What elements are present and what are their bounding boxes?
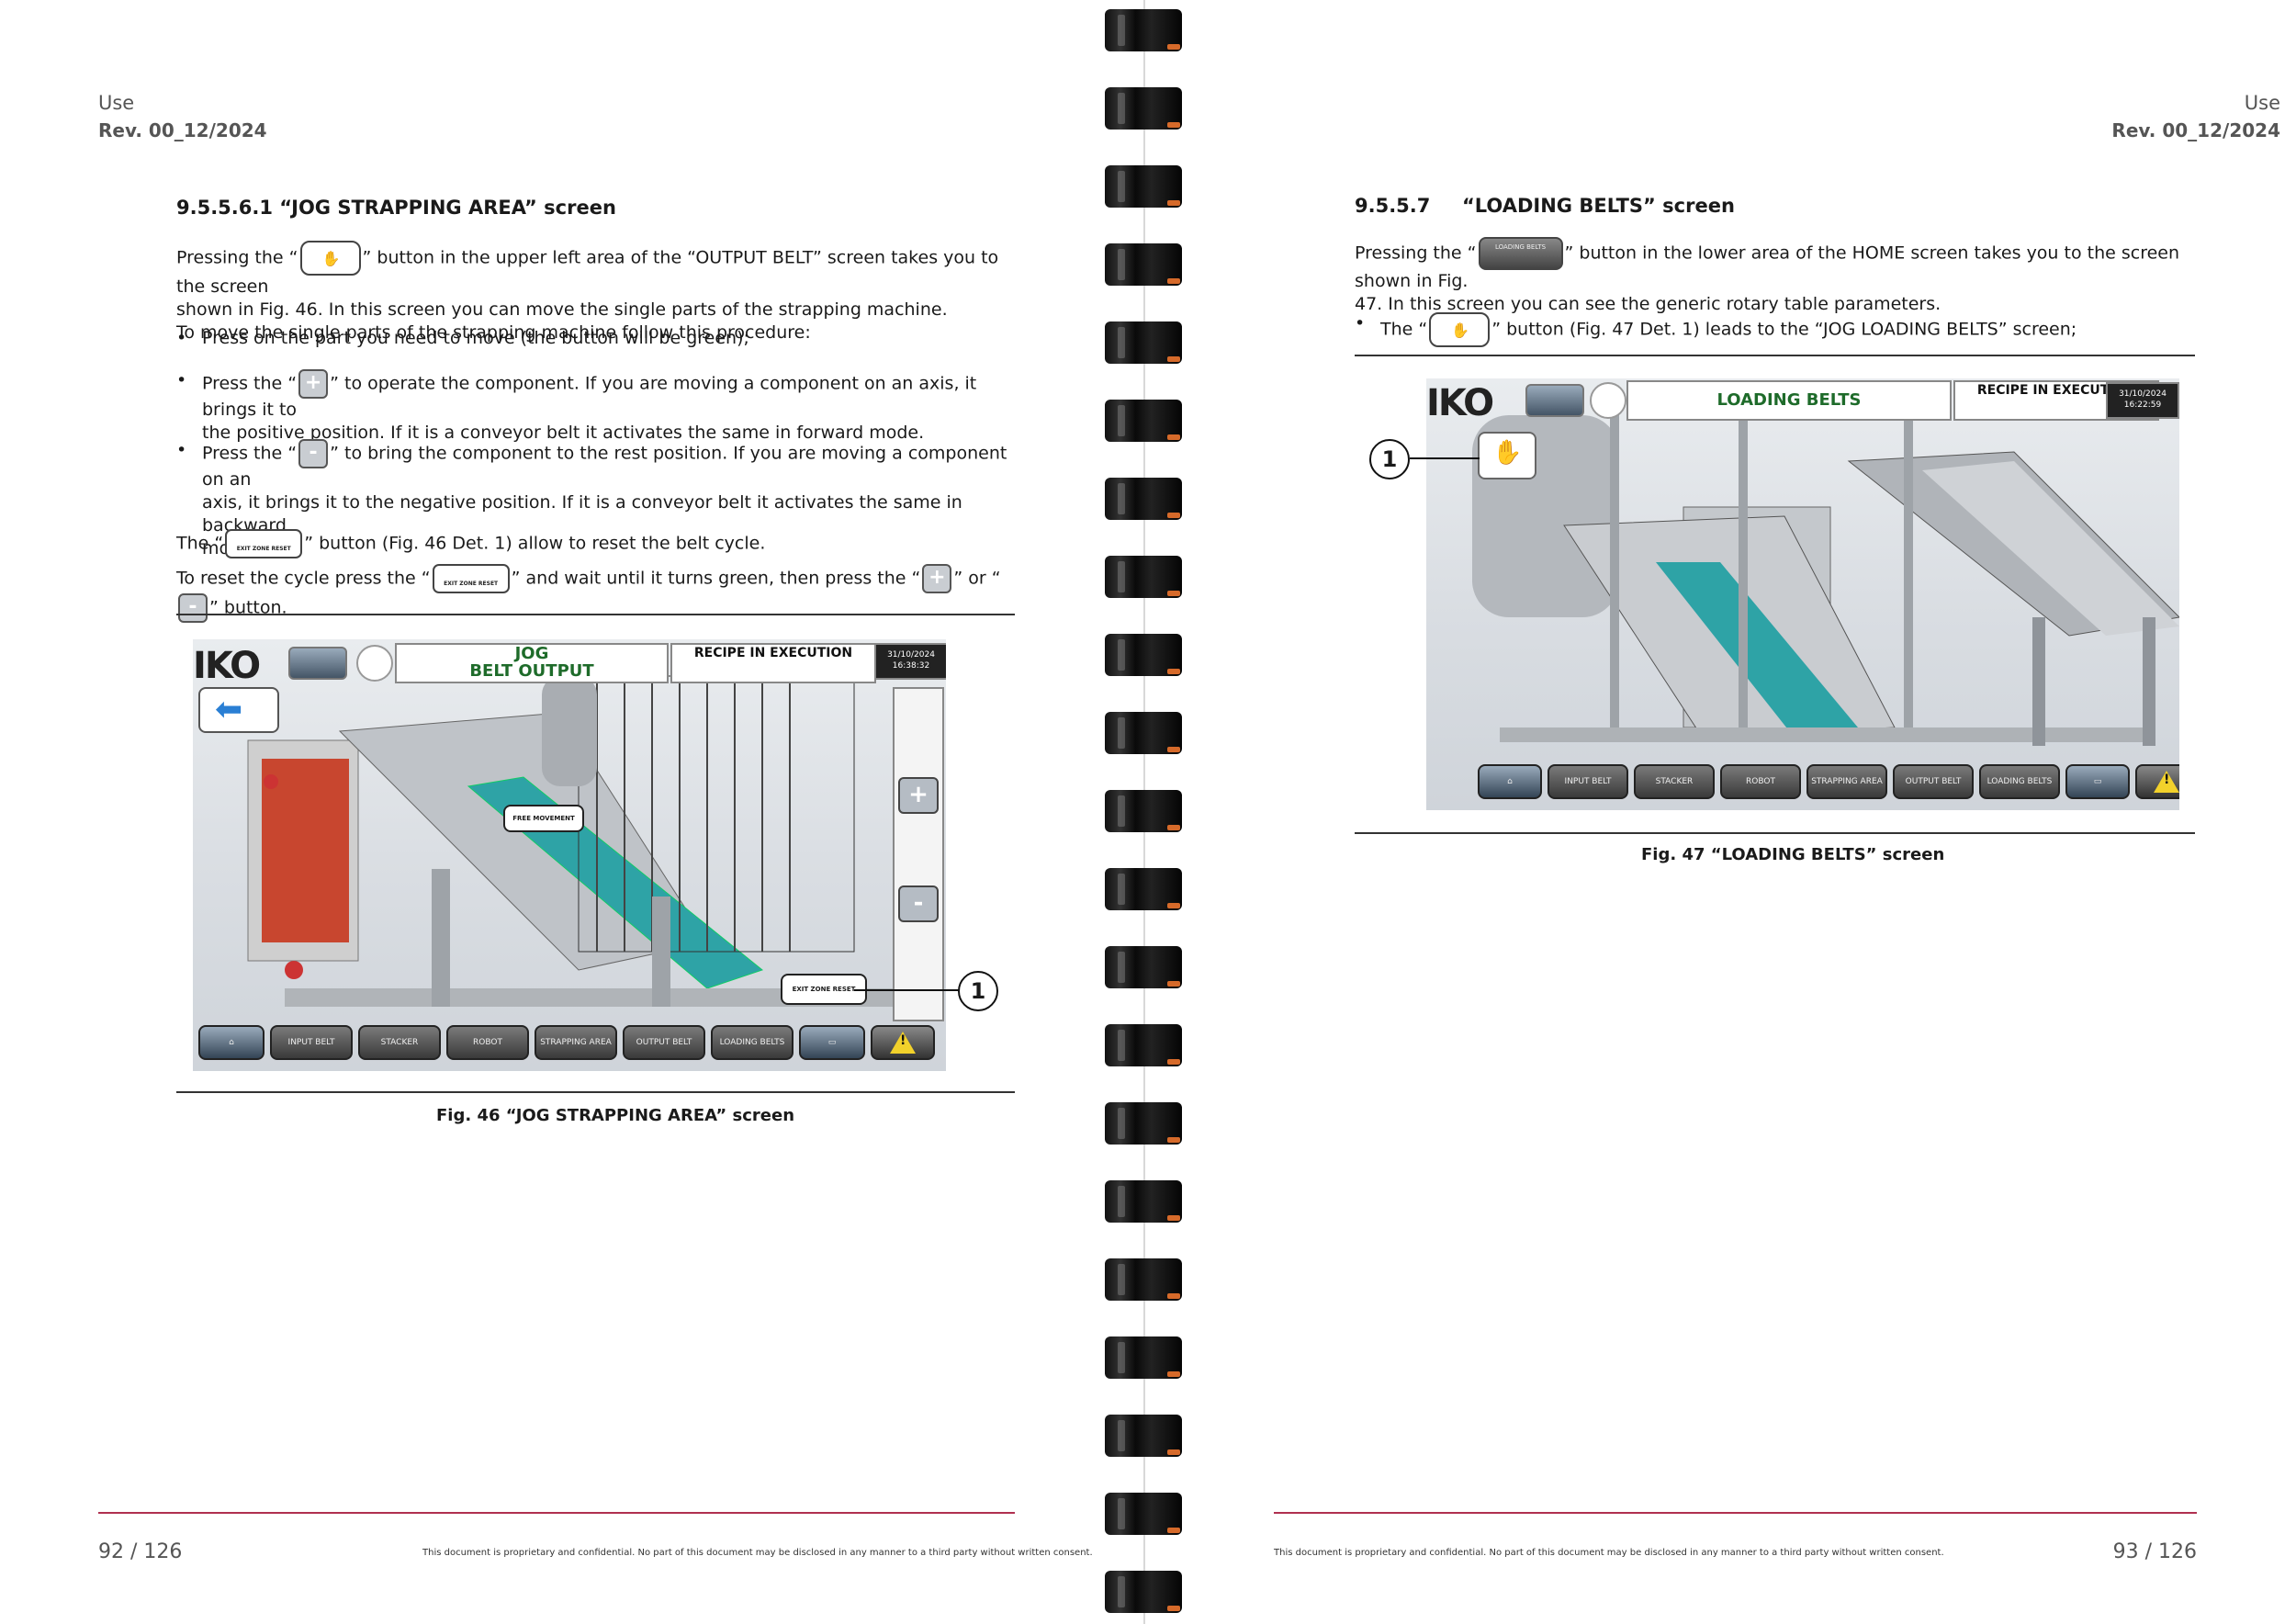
nav-robot[interactable]: ROBOT bbox=[446, 1025, 529, 1060]
hand-icon: ✋ bbox=[1451, 321, 1470, 339]
nav-alarm-button[interactable] bbox=[2135, 764, 2179, 799]
back-button[interactable]: ⬅ bbox=[198, 687, 279, 733]
nav-strapping-area[interactable]: STRAPPING AREA bbox=[1806, 764, 1887, 799]
machine-illustration bbox=[193, 639, 946, 1071]
nav-robot[interactable]: ROBOT bbox=[1720, 764, 1801, 799]
confidential-notice: This document is proprietary and confide… bbox=[422, 1548, 1093, 1558]
nav-loading-belts[interactable]: LOADING BELTS bbox=[711, 1025, 793, 1060]
section-number: 9.5.5.7 bbox=[1355, 195, 1431, 217]
confidential-notice: This document is proprietary and confide… bbox=[1274, 1548, 1944, 1558]
pages-icon: ▭ bbox=[827, 1037, 837, 1047]
footer-rule bbox=[98, 1512, 1015, 1514]
section-heading: 9.5.5.6.1 “JOG STRAPPING AREA” screen bbox=[176, 197, 616, 219]
status-indicator bbox=[1590, 382, 1626, 419]
nav-input-belt[interactable]: INPUT BELT bbox=[1548, 764, 1628, 799]
right-page: Use Rev. 00_12/2024 9.5.5.7 “LOADING BEL… bbox=[1199, 0, 2296, 1624]
recipe-in-execution: RECIPE IN EXECUTION bbox=[670, 643, 876, 683]
hmi-nav-bar: ⌂ INPUT BELT STACKER ROBOT STRAPPING ARE… bbox=[1478, 764, 2179, 799]
nav-settings-button[interactable]: ▭ bbox=[799, 1025, 865, 1060]
reset-procedure: To reset the cycle press the “EXIT ZONE … bbox=[176, 564, 1021, 623]
figure-caption: Fig. 46 “JOG STRAPPING AREA” screen bbox=[436, 1106, 795, 1125]
loading-belts-button-inline: LOADING BELTS bbox=[1478, 237, 1563, 270]
plus-button[interactable]: + bbox=[898, 777, 939, 814]
figure-bottom-rule bbox=[176, 1091, 1015, 1093]
nav-alarm-button[interactable] bbox=[871, 1025, 935, 1060]
minus-button-inline: - bbox=[298, 439, 329, 468]
hmi-loading-belts: IKO LOADING BELTS RECIPE IN EXECUTION 31… bbox=[1426, 378, 2179, 810]
plus-button-inline: + bbox=[298, 369, 329, 399]
jog-side-panel bbox=[893, 687, 944, 1021]
hand-button-inline: ✋ bbox=[1429, 312, 1491, 347]
bullet-3: •Press the “-” to bring the component to… bbox=[176, 439, 1007, 558]
nav-home-button[interactable]: ⌂ bbox=[198, 1025, 264, 1060]
plus-button-inline-2: + bbox=[922, 564, 952, 593]
nav-stacker[interactable]: STACKER bbox=[1634, 764, 1715, 799]
hmi-jog-strapping-area: IKO JOG BELT OUTPUT RECIPE IN EXECUTION … bbox=[193, 639, 946, 1071]
nav-input-belt[interactable]: INPUT BELT bbox=[270, 1025, 353, 1060]
iko-logo: IKO bbox=[1426, 382, 1494, 424]
arrow-left-icon: ⬅ bbox=[215, 691, 243, 728]
header-rev: Rev. 00_12/2024 bbox=[2111, 119, 2280, 141]
date-time: 31/10/2024 16:22:59 bbox=[2106, 382, 2179, 419]
iko-logo: IKO bbox=[193, 645, 261, 687]
reset-paragraph: The “EXIT ZONE RESET” button (Fig. 46 De… bbox=[176, 529, 1021, 558]
header-rev: Rev. 00_12/2024 bbox=[98, 119, 267, 141]
left-page: Use Rev. 00_12/2024 9.5.5.6.1 “JOG STRAP… bbox=[0, 0, 1097, 1624]
footer-rule bbox=[1274, 1512, 2197, 1514]
hand-icon: ✋ bbox=[321, 250, 341, 267]
nav-settings-button[interactable]: ▭ bbox=[2065, 764, 2130, 799]
figure-top-rule bbox=[176, 614, 1015, 615]
pages-icon: ▭ bbox=[2093, 776, 2102, 786]
screen-title: JOG BELT OUTPUT bbox=[395, 643, 669, 683]
nav-output-belt[interactable]: OUTPUT BELT bbox=[1893, 764, 1974, 799]
figure-caption: Fig. 47 “LOADING BELTS” screen bbox=[1641, 845, 1945, 864]
free-movement-label[interactable]: FREE MOVEMENT bbox=[503, 805, 584, 832]
machine-drawing bbox=[247, 675, 928, 1007]
nav-stacker[interactable]: STACKER bbox=[358, 1025, 441, 1060]
hmi-nav-bar: ⌂ INPUT BELT STACKER ROBOT STRAPPING ARE… bbox=[198, 1025, 935, 1060]
figure-bottom-rule bbox=[1355, 832, 2195, 834]
page-number: 93 / 126 bbox=[2112, 1540, 2197, 1563]
warning-icon bbox=[2154, 771, 2179, 793]
home-icon[interactable] bbox=[288, 647, 347, 680]
home-icon[interactable] bbox=[1525, 384, 1584, 417]
callout-leader bbox=[1410, 457, 1480, 459]
bullet-1: •Press on the part you need to move (the… bbox=[176, 328, 749, 348]
hand-icon: ✋ bbox=[1492, 439, 1523, 467]
exit-zone-reset-inline-2: EXIT ZONE RESET bbox=[432, 564, 510, 593]
home-icon: ⌂ bbox=[1507, 776, 1513, 786]
section-heading: “LOADING BELTS” screen bbox=[1462, 195, 1735, 217]
status-indicator bbox=[356, 645, 393, 682]
figure-top-rule bbox=[1355, 355, 2195, 356]
header-section: Use bbox=[2244, 92, 2280, 114]
jog-button[interactable]: ✋ bbox=[1478, 432, 1536, 479]
page-header: Use Rev. 00_12/2024 bbox=[98, 92, 267, 141]
minus-button-inline-2: - bbox=[178, 593, 208, 623]
machine-drawing bbox=[1472, 406, 2179, 746]
page-number: 92 / 126 bbox=[98, 1540, 183, 1563]
date-time: 31/10/2024 16:38:32 bbox=[874, 643, 946, 680]
callout-1: 1 bbox=[958, 971, 998, 1011]
nav-loading-belts[interactable]: LOADING BELTS bbox=[1979, 764, 2060, 799]
intro-paragraph: Pressing the “LOADING BELTS” button in t… bbox=[1355, 237, 2227, 316]
screen-title: LOADING BELTS bbox=[1626, 380, 1952, 421]
warning-icon bbox=[890, 1032, 916, 1054]
home-icon: ⌂ bbox=[229, 1037, 234, 1047]
callout-1: 1 bbox=[1369, 439, 1410, 479]
hand-button-inline: ✋ bbox=[299, 241, 361, 276]
nav-output-belt[interactable]: OUTPUT BELT bbox=[623, 1025, 705, 1060]
bullet-1: •The “✋” button (Fig. 47 Det. 1) leads t… bbox=[1355, 312, 2225, 347]
header-section: Use bbox=[98, 92, 135, 114]
exit-zone-reset-inline: EXIT ZONE RESET bbox=[225, 529, 303, 558]
bullet-2: •Press the “+” to operate the component.… bbox=[176, 369, 977, 443]
machine-illustration bbox=[1426, 378, 2179, 810]
spiral-binding bbox=[1097, 0, 1199, 1624]
intro-paragraph: Pressing the “✋” button in the upper lef… bbox=[176, 241, 1021, 344]
nav-home-button[interactable]: ⌂ bbox=[1478, 764, 1542, 799]
minus-button[interactable]: - bbox=[898, 885, 939, 922]
page-header: Use Rev. 00_12/2024 bbox=[2111, 92, 2280, 141]
nav-strapping-area[interactable]: STRAPPING AREA bbox=[535, 1025, 617, 1060]
callout-leader bbox=[854, 989, 960, 991]
